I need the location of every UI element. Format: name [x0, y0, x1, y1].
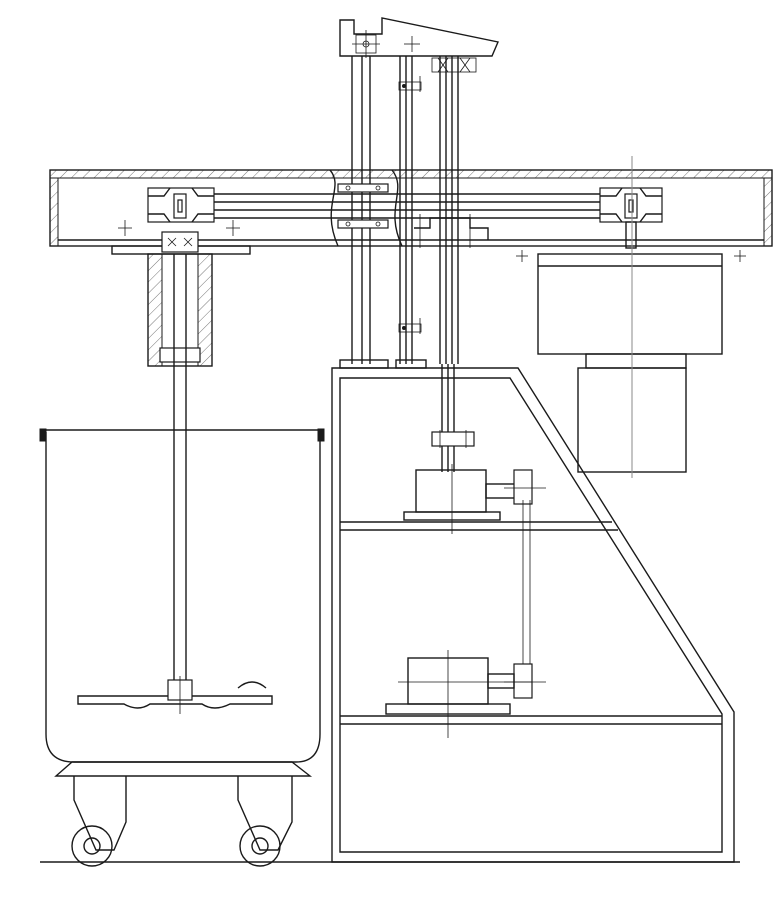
- right-pulley-assembly: [599, 187, 663, 249]
- central-gear-block: [337, 183, 489, 248]
- top-bracket: [339, 17, 499, 73]
- tank-casters: [71, 776, 293, 867]
- left-pulley-assembly: [111, 187, 251, 367]
- upper-motor: [516, 156, 748, 478]
- mixing-tank: [39, 254, 325, 777]
- horizontal-beam: [49, 169, 773, 247]
- internal-drive: [385, 364, 546, 738]
- machine-housing: [331, 359, 735, 863]
